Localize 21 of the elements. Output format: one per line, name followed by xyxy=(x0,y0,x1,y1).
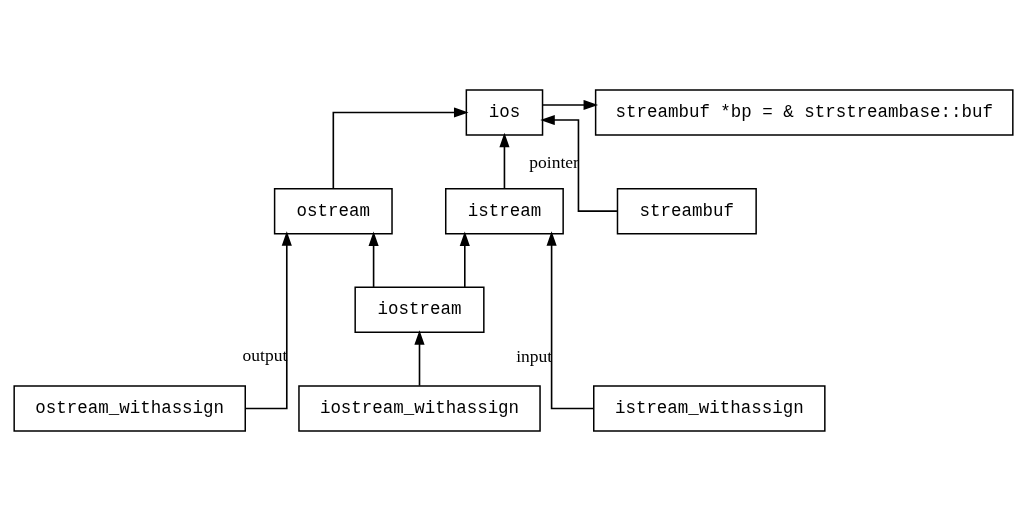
node-box: iostream_withassign xyxy=(298,384,541,432)
arrow xyxy=(546,230,595,409)
node-box: istream xyxy=(445,187,564,234)
arrow xyxy=(459,230,470,288)
node-box: ostream_withassign xyxy=(13,384,246,432)
node-box: iostream xyxy=(354,286,485,333)
arrow xyxy=(244,230,292,409)
arrow xyxy=(540,114,618,212)
arrow xyxy=(368,230,379,288)
edge-label: output xyxy=(242,344,288,365)
arrow xyxy=(499,132,510,189)
arrow xyxy=(332,106,469,189)
node-box: istream_withassign xyxy=(593,384,826,432)
arrow xyxy=(542,99,599,110)
edge-label: pointer xyxy=(529,151,579,172)
node-box: ostream xyxy=(273,187,393,234)
node-box: streambuf *bp = & strstreambase::buf xyxy=(594,88,1014,136)
edge-label: input xyxy=(516,345,553,366)
node-box: streambuf xyxy=(616,187,757,234)
arrow xyxy=(414,329,425,386)
node-box: ios xyxy=(465,88,544,136)
